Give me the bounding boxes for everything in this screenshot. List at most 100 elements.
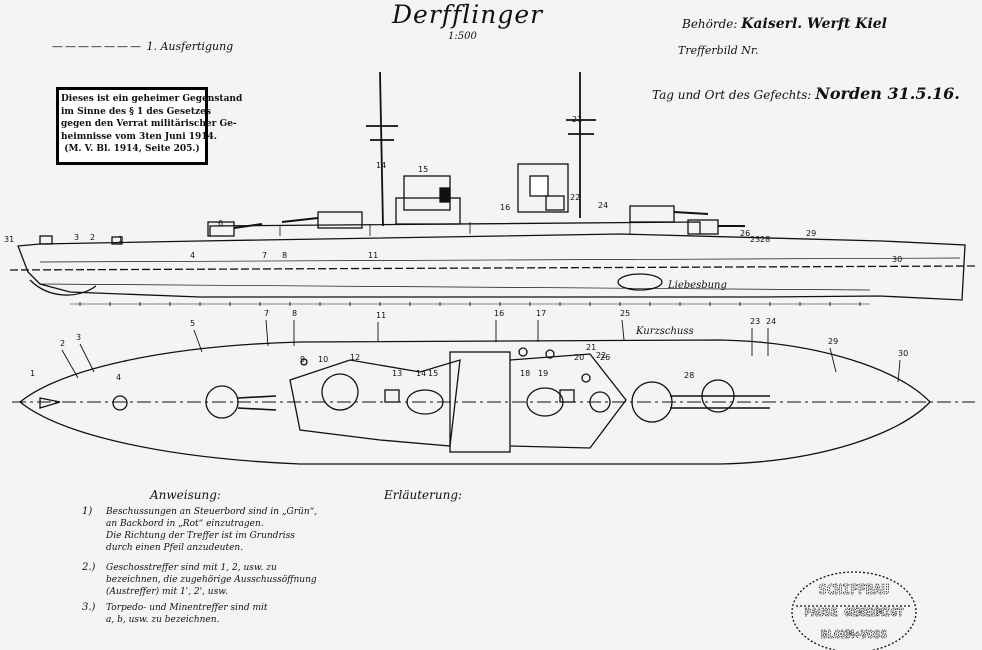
side-hit-label: 8 — [282, 251, 287, 260]
plan-hit-label: 19 — [538, 369, 548, 378]
plan-hit-label: 7 — [264, 309, 269, 318]
plan-hit-label: 28 — [684, 371, 694, 380]
side-elevation — [9, 71, 976, 306]
imprint-line-3: BLOHM+VOSS — [821, 628, 887, 641]
plan-hit-label: 5 — [190, 319, 195, 328]
plan-hit-label: 24 — [766, 317, 776, 326]
tag-ort-label: Tag und Ort des Gefechts: — [652, 88, 812, 102]
side-hit-label: 24 — [598, 201, 608, 210]
erlaeuterung-heading: Erläuterung: — [384, 488, 463, 502]
liebesbung-marker — [617, 273, 663, 291]
turret-b — [317, 211, 363, 229]
side-hit-label: 14 — [376, 161, 386, 170]
behoerde: Behörde: Kaiserl. Werft Kiel — [682, 16, 887, 32]
trefferbild-label: Trefferbild Nr. — [678, 44, 759, 57]
imprint-line-2: PAUSE GENEHMIGT — [804, 606, 904, 619]
secret-stamp-line: (M. V. Bl. 1914, Seite 205.) — [64, 144, 200, 154]
waterline — [9, 265, 976, 271]
ausfertigung-text: 1. Ausfertigung — [146, 40, 234, 53]
imprint-stamp-outline — [791, 571, 917, 650]
secret-stamp-line: Dieses ist ein geheimer Gegenstand — [61, 94, 243, 104]
plan-hit-label: 9 — [300, 355, 305, 364]
plan-hit-label: 13 — [392, 369, 402, 378]
side-hit-label: 7 — [262, 251, 267, 260]
fore-mast — [366, 71, 398, 227]
side-hit-label: 26 — [740, 229, 750, 238]
plan-hit-label: 23 — [750, 317, 760, 326]
secret-stamp-line: gegen den Verrat militärischer Ge- — [61, 119, 237, 129]
plan-superstructure — [289, 359, 461, 447]
plan-hit-label: 26 — [600, 353, 610, 362]
anweisung-line: a, b, usw. zu bezeichnen. — [106, 615, 220, 625]
tag-ort: Tag und Ort des Gefechts: Norden 31.5.16… — [652, 84, 960, 103]
side-hit-label: 3 — [74, 233, 79, 242]
side-hit-label: 30 — [892, 255, 902, 264]
plan-turret-c — [631, 381, 673, 423]
secret-stamp-line: heimnisse vom 3ten Juni 1914. — [61, 131, 217, 142]
behoerde-value: Kaiserl. Werft Kiel — [741, 16, 887, 32]
plan-hit-label: 11 — [376, 311, 386, 320]
plan-hit-label: 21 — [586, 343, 596, 352]
plan-hit-label: 15 — [428, 369, 438, 378]
ausfertigung-label: ——————— 1. Ausfertigung — [52, 40, 234, 53]
plan-hit-label: 12 — [350, 353, 360, 362]
plan-hit-label: 14 — [416, 369, 426, 378]
plan-hit-label: 18 — [520, 369, 530, 378]
tag-ort-value: Norden 31.5.16. — [815, 84, 960, 103]
side-hit-label: 4 — [190, 251, 195, 260]
anweisung-line: bezeichnen, die zugehörige Ausschussöffn… — [106, 575, 317, 585]
anweisung-number: 3.) — [82, 602, 96, 613]
anweisung-line: Beschussungen an Steuerbord sind in „Grü… — [106, 507, 318, 517]
imprint-stamp: SCHIFFBAU PAUSE GENEHMIGT BLOHM+VOSS — [804, 583, 905, 642]
anweisung-line: durch einen Pfeil anzudeuten. — [106, 543, 244, 553]
anweisung-line: (Austreffer) mit 1', 2', usw. — [106, 587, 228, 597]
plan-hit-label: 22 — [596, 351, 606, 360]
side-hit-label: 29 — [806, 229, 816, 238]
plan-funnels — [449, 351, 511, 453]
plan-hit-label: 2 — [60, 339, 65, 348]
plan-hit-label: 4 — [116, 373, 121, 382]
secret-stamp: Dieses ist ein geheimer Gegenstand im Si… — [56, 87, 243, 165]
plan-turret-b — [321, 373, 359, 411]
behoerde-label: Behörde: — [682, 17, 738, 31]
scale-label: 1:500 — [448, 31, 477, 42]
plan-hit-label: 1 — [30, 369, 35, 378]
plan-hit-label: 17 — [536, 309, 546, 318]
deck-plan — [12, 339, 975, 465]
anweisung-line: Die Richtung der Treffer ist im Grundris… — [106, 531, 295, 541]
anweisung-line: an Backbord in „Rot“ einzutragen. — [106, 519, 264, 529]
side-hit-label: 31 — [4, 235, 14, 244]
turret-a — [207, 221, 235, 237]
anweisung-number: 2.) — [82, 562, 96, 573]
plan-hit-label: 10 — [318, 355, 328, 364]
plan-hit-label: 8 — [292, 309, 297, 318]
side-hit-label: 28 — [760, 235, 770, 244]
plan-hit-label: 29 — [828, 337, 838, 346]
anweisung-line: Torpedo- und Minentreffer sind mit — [106, 603, 268, 613]
plan-hit-label: 20 — [574, 353, 584, 362]
side-hit-label: 21 — [572, 115, 582, 124]
hull-outline — [17, 233, 966, 301]
plan-hit-label: 16 — [494, 309, 504, 318]
anweisung-heading: Anweisung: — [150, 488, 221, 502]
anweisung-line: Geschosstreffer sind mit 1, 2, usw. zu — [106, 563, 277, 573]
side-hit-label: 22 — [570, 193, 580, 202]
aft-mast — [566, 72, 596, 218]
side-hit-label: 1 — [118, 235, 123, 244]
plan-hit-label: 25 — [620, 309, 630, 318]
anweisung-number: 1) — [82, 506, 93, 517]
side-hit-label: 15 — [418, 165, 428, 174]
plan-turret-a — [205, 385, 239, 419]
side-hit-label: 23 — [750, 235, 760, 244]
secret-stamp-line: im Sinne des § 1 des Gesetzes — [61, 106, 211, 117]
aft-funnel — [517, 163, 569, 213]
side-hit-label: 6 — [218, 219, 223, 228]
kurzschuss-label: Kurzschuss — [635, 326, 694, 337]
side-hit-label: 16 — [500, 203, 510, 212]
page-title: Derfflinger — [392, 0, 544, 29]
side-hit-label: 11 — [368, 251, 378, 260]
turret-c — [629, 205, 675, 223]
side-hit-label: 17 — [440, 191, 450, 200]
plan-hit-label: 3 — [76, 333, 81, 342]
